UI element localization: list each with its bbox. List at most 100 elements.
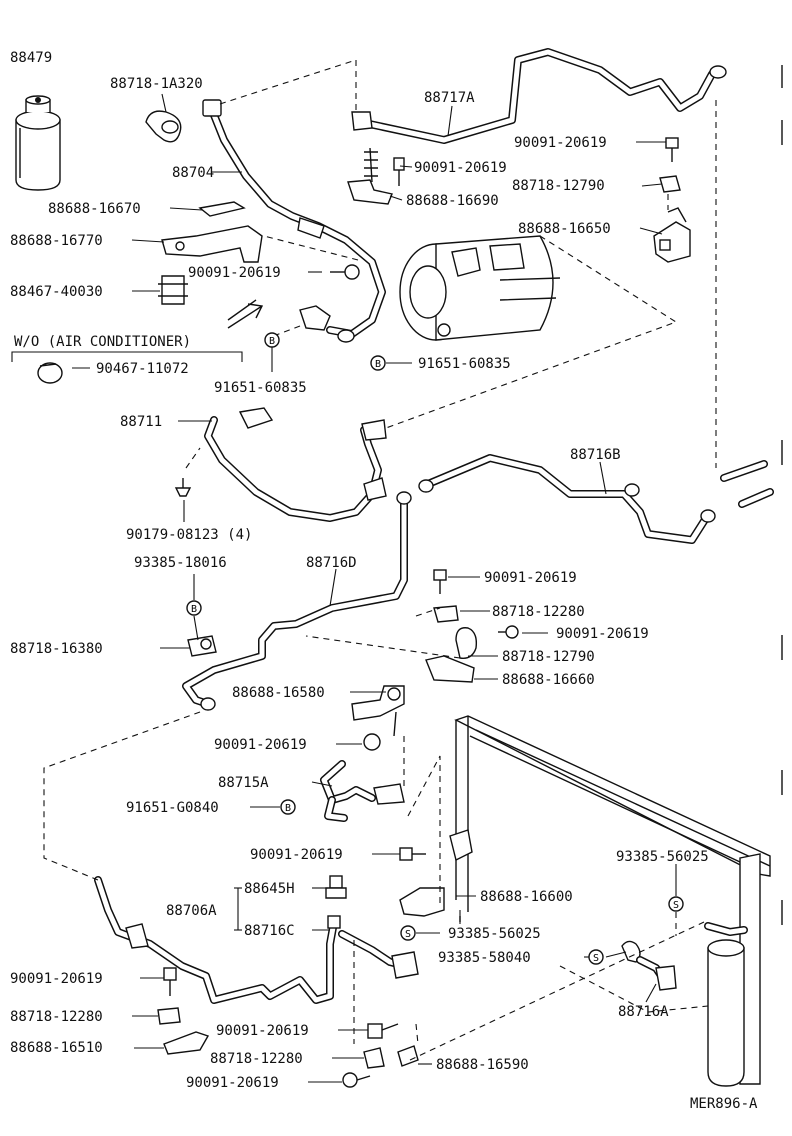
part-label: 88688-16590	[436, 1057, 529, 1073]
symbol-b-2: B	[370, 355, 386, 371]
part-label: 88718-12790	[502, 649, 595, 665]
svg-text:S: S	[593, 953, 599, 964]
section-note: W/O (AIR CONDITIONER)	[14, 334, 191, 350]
part-label: 88718-1A320	[110, 76, 203, 92]
bolt-mid-left	[363, 733, 381, 751]
part-label: 88688-16650	[518, 221, 611, 237]
bracket-88688-16770	[161, 225, 263, 263]
part-label: 88479	[10, 50, 52, 66]
tube-88716d	[182, 491, 412, 711]
part-label: 88718-12280	[492, 604, 585, 620]
part-label: 90091-20619	[214, 737, 307, 753]
bracket-88688-16650	[653, 207, 691, 263]
fasteners-lower-center	[342, 1023, 419, 1088]
part-label: 88715A	[218, 775, 269, 791]
part-label: 88717A	[424, 90, 475, 106]
drawing-code: MER896-A	[690, 1096, 758, 1112]
bracket-88688-16580	[351, 685, 405, 737]
part-label: 88688-16690	[406, 193, 499, 209]
part-label: 88688-16510	[10, 1040, 103, 1056]
callout-symbols: B B B B S S S	[186, 332, 684, 965]
part-label: 88688-16660	[502, 672, 595, 688]
part-label: 88716B	[570, 447, 621, 463]
part-label: 90091-20619	[188, 265, 281, 281]
part-label: 88718-12280	[210, 1051, 303, 1067]
part-label: 88716C	[244, 923, 295, 939]
part-label: 93385-56025	[448, 926, 541, 942]
tube-88716b	[418, 454, 716, 544]
plug-90467-11072	[37, 362, 63, 384]
part-label: 88711	[120, 414, 162, 430]
part-label: 93385-58040	[438, 950, 531, 966]
part-label: 90091-20619	[414, 160, 507, 176]
bracket-88688-16600	[399, 829, 473, 922]
fasteners-lower-left	[157, 967, 210, 1055]
compressor	[399, 235, 561, 341]
direction-arrow	[227, 299, 264, 329]
part-label: 88467-40030	[10, 284, 103, 300]
symbol-s-1: S	[400, 925, 416, 941]
hose-88715a	[320, 760, 405, 822]
pipe-stubs-right	[720, 460, 774, 508]
cushion-88467-40030	[158, 275, 188, 305]
part-label: 88645H	[244, 881, 295, 897]
part-label: 93385-18016	[134, 555, 227, 571]
clamp-88718-1a320	[145, 110, 182, 143]
part-label: 90091-20619	[10, 971, 103, 987]
part-label: 88716D	[306, 555, 357, 571]
part-label: 91651-G0840	[126, 800, 219, 816]
part-label: 90091-20619	[556, 626, 649, 642]
bolt-90179-08123	[174, 478, 192, 497]
hose-88711	[204, 407, 387, 522]
leader-lines	[72, 93, 677, 1083]
bracket-88688-16690	[347, 147, 405, 205]
part-label: 90179-08123 (4)	[126, 527, 252, 543]
diagram-artwork	[11, 48, 783, 1088]
svg-text:B: B	[191, 604, 197, 615]
bolt-and-clamp-top-right	[659, 137, 681, 193]
tube-88717a	[351, 48, 727, 144]
part-label: 88718-16380	[10, 641, 103, 657]
part-label: 88688-16670	[48, 201, 141, 217]
bracket-88688-16670	[198, 201, 246, 217]
bolt-condenser-left	[399, 847, 426, 861]
part-label: 88688-16770	[10, 233, 103, 249]
part-label: 91651-60835	[214, 380, 307, 396]
part-label: 88704	[172, 165, 214, 181]
part-label: 90091-20619	[484, 570, 577, 586]
part-label: 88716A	[618, 1004, 669, 1020]
svg-text:B: B	[285, 803, 291, 814]
part-label: 88688-16600	[480, 889, 573, 905]
svg-text:S: S	[673, 900, 679, 911]
bolt-compressor	[330, 264, 360, 280]
hose-88704	[202, 99, 386, 343]
part-label: 90091-20619	[186, 1075, 279, 1091]
part-label: 88688-16580	[232, 685, 325, 701]
part-label: 90091-20619	[514, 135, 607, 151]
receiver-88716a	[621, 922, 748, 1087]
fasteners-mid-right	[425, 569, 519, 683]
part-label: 90091-20619	[216, 1023, 309, 1039]
symbol-b-3: B	[186, 600, 202, 616]
symbol-b-4: B	[280, 799, 296, 815]
svg-text:S: S	[405, 929, 411, 940]
part-label: 90091-20619	[250, 847, 343, 863]
part-label: 93385-56025	[616, 849, 709, 865]
symbol-s-2: S	[668, 896, 684, 912]
condenser	[454, 715, 771, 1085]
symbol-b-1: B	[264, 332, 280, 348]
pressure-switch-88645h	[325, 875, 347, 899]
part-label: 88718-12790	[512, 178, 605, 194]
part-labels: 88479 88718-1A320 88717A 90091-20619 887…	[10, 50, 758, 1112]
receiver-drier-can	[15, 95, 61, 191]
part-label: 91651-60835	[418, 356, 511, 372]
clamp-88718-16380	[187, 635, 217, 657]
symbol-s-3: S	[588, 949, 604, 965]
note-bracket	[11, 351, 243, 362]
tube-88716c	[94, 876, 419, 1004]
svg-text:B: B	[269, 336, 275, 347]
part-label: 88718-12280	[10, 1009, 103, 1025]
part-label: 88706A	[166, 903, 217, 919]
assembly-dash-lines	[43, 59, 717, 1061]
